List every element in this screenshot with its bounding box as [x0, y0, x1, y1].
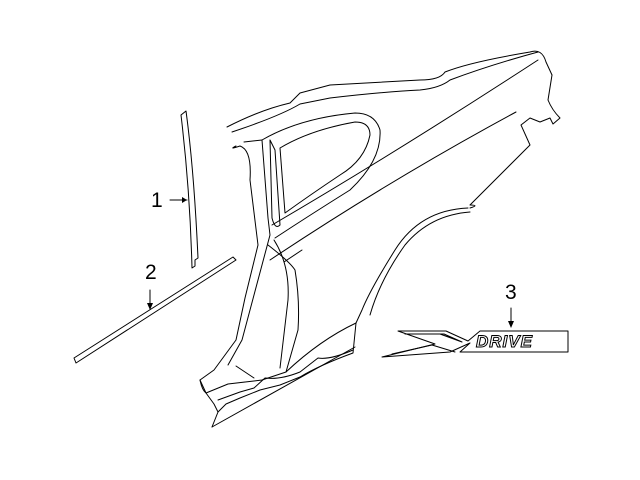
callout-3: 3 [505, 281, 517, 304]
callout-2: 2 [145, 261, 157, 284]
pillar-trim-molding [169, 110, 199, 269]
rocker-molding-strip [73, 256, 237, 364]
xdrive-emblem [381, 307, 569, 358]
quarter-panel [199, 50, 561, 428]
emblem-drive-text: DRIVE [476, 332, 533, 352]
callout-1: 1 [151, 189, 163, 212]
